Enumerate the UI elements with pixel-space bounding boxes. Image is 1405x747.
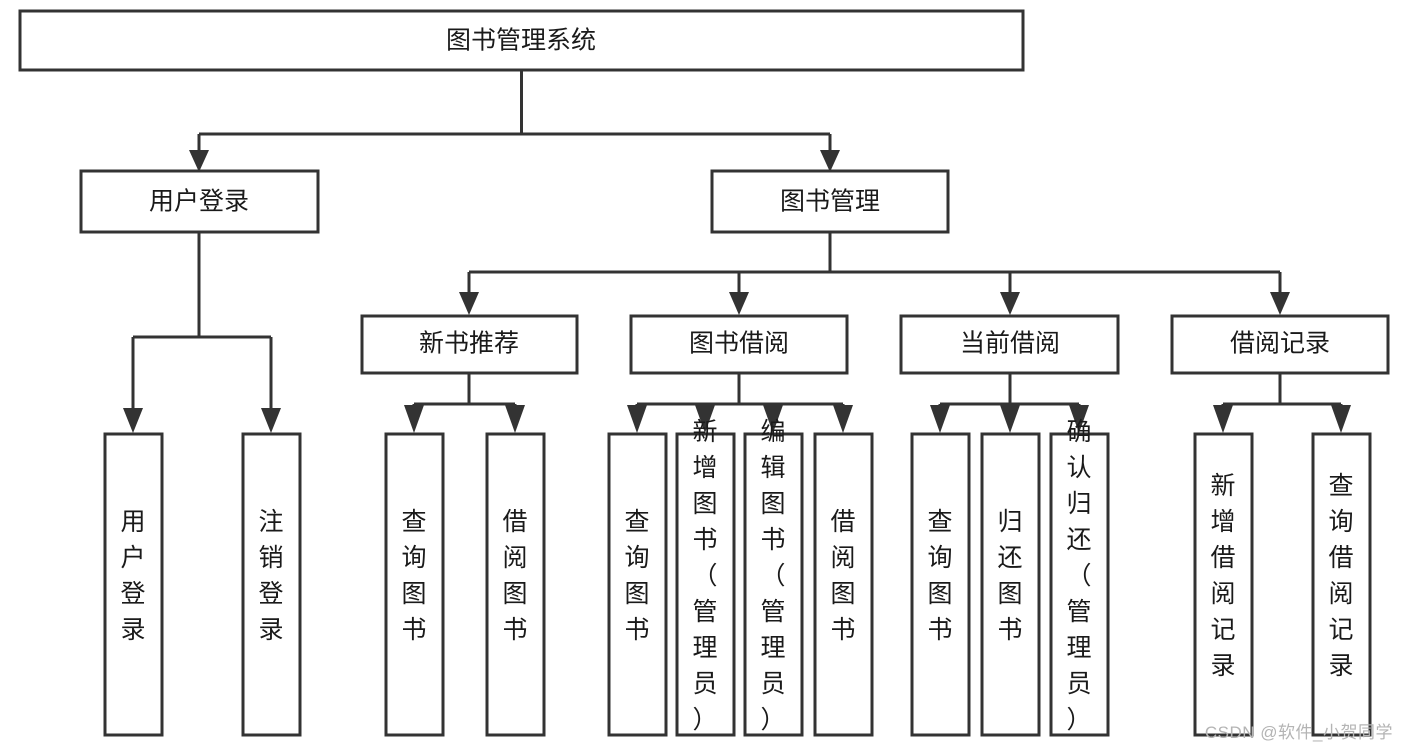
leaf-borrow-book-2[interactable]: 借阅图书: [813, 432, 874, 737]
leaf-confirm-return-box[interactable]: [1049, 432, 1110, 737]
connector-user-login-to-leaves: [131, 232, 273, 414]
node-root[interactable]: 图书管理系统: [18, 9, 1025, 72]
node-user-login[interactable]: 用户登录: [79, 169, 320, 234]
node-new-book-recommend-label: 新书推荐: [419, 330, 519, 358]
node-user-login-box[interactable]: [79, 169, 320, 234]
arrow-to-leaf-edit-book: [763, 405, 783, 433]
arrow-to-book-borrow: [729, 292, 749, 315]
node-book-management-box[interactable]: [710, 169, 950, 234]
connector-root-to-level1: [197, 70, 832, 157]
connectors-group: [123, 70, 1351, 433]
leaf-query-book-2-label: 查询图书: [624, 508, 649, 644]
arrow-to-book-management: [820, 150, 840, 172]
arrow-to-leaf-confirm-return: [1069, 405, 1089, 433]
node-root-box[interactable]: [18, 9, 1025, 72]
connector-book-management-to-level2: [467, 232, 1282, 298]
arrow-to-new-book-recommend: [459, 292, 479, 315]
arrow-to-leaf-add-record: [1213, 405, 1233, 433]
leaf-borrow-book-1[interactable]: 借阅图书: [485, 432, 546, 737]
node-book-borrow-box[interactable]: [629, 314, 849, 375]
leaf-confirm-return[interactable]: 确认归还（管理员）: [1049, 418, 1110, 737]
arrow-to-leaf-query-book-2: [627, 405, 647, 433]
connector-new-book-recommend-to-leaves: [412, 373, 517, 414]
node-book-management[interactable]: 图书管理: [710, 169, 950, 234]
leaf-query-book-3-label: 查询图书: [927, 508, 952, 644]
csdn-watermark: CSDN @软件_小贺同学: [1204, 723, 1393, 742]
leaf-add-record[interactable]: 新增借阅记录: [1193, 432, 1254, 737]
node-current-borrow-box[interactable]: [899, 314, 1120, 375]
node-current-borrow[interactable]: 当前借阅: [899, 314, 1120, 375]
node-root-label: 图书管理系统: [446, 27, 596, 55]
node-current-borrow-label: 当前借阅: [960, 330, 1060, 358]
arrow-to-leaf-query-book-3: [930, 405, 950, 433]
leaf-logout-login-label: 注销登录: [258, 508, 283, 644]
leaf-return-book-label: 归还图书: [997, 508, 1022, 644]
leaf-return-book[interactable]: 归还图书: [980, 432, 1041, 737]
leaf-query-book-2[interactable]: 查询图书: [607, 432, 668, 737]
leaf-borrow-book-2-box[interactable]: [813, 432, 874, 737]
node-borrow-record-label: 借阅记录: [1230, 330, 1330, 358]
node-user-login-label: 用户登录: [149, 188, 249, 216]
leaf-edit-book[interactable]: 编辑图书（管理员）: [743, 418, 804, 737]
arrow-to-leaf-user-login: [123, 408, 143, 433]
node-book-management-label: 图书管理: [780, 188, 880, 216]
connector-book-borrow-to-leaves: [635, 373, 845, 414]
leaf-query-book-2-box[interactable]: [607, 432, 668, 737]
arrow-to-leaf-return-book: [1000, 405, 1020, 433]
leaf-query-record-label: 查询借阅记录: [1328, 472, 1353, 680]
leaf-logout-login-box[interactable]: [241, 432, 302, 737]
leaf-borrow-book-1-box[interactable]: [485, 432, 546, 737]
leaf-query-book-3[interactable]: 查询图书: [910, 432, 971, 737]
leaf-query-record[interactable]: 查询借阅记录: [1311, 432, 1372, 737]
arrow-to-leaf-borrow-book-2: [833, 405, 853, 433]
leaf-query-book-1-box[interactable]: [384, 432, 445, 737]
leaf-borrow-book-1-label: 借阅图书: [502, 508, 527, 644]
leaf-query-book-3-box[interactable]: [910, 432, 971, 737]
leaf-user-login-box[interactable]: [103, 432, 164, 737]
arrow-to-user-login: [189, 150, 209, 172]
leaf-add-record-box[interactable]: [1193, 432, 1254, 737]
arrow-to-leaf-query-book-1: [404, 405, 424, 433]
node-borrow-record-box[interactable]: [1170, 314, 1390, 375]
connector-borrow-record-to-leaves: [1221, 373, 1343, 414]
leaf-query-book-1[interactable]: 查询图书: [384, 432, 445, 737]
arrow-to-leaf-logout-login: [261, 408, 281, 433]
arrow-to-leaf-query-record: [1331, 405, 1351, 433]
node-book-borrow-label: 图书借阅: [689, 330, 789, 358]
leaf-add-book[interactable]: 新增图书（管理员）: [675, 418, 736, 737]
arrow-to-leaf-borrow-book-1: [505, 405, 525, 433]
leaf-edit-book-label: 编辑图书（管理员）: [760, 418, 785, 734]
leaf-query-book-1-label: 查询图书: [401, 508, 426, 644]
node-new-book-recommend-box[interactable]: [360, 314, 579, 375]
arrow-to-borrow-record: [1270, 292, 1290, 315]
leaf-confirm-return-label: 确认归还（管理员）: [1066, 418, 1091, 734]
leaf-edit-book-box[interactable]: [743, 432, 804, 737]
leaf-return-book-box[interactable]: [980, 432, 1041, 737]
node-new-book-recommend[interactable]: 新书推荐: [360, 314, 579, 375]
leaf-add-record-label: 新增借阅记录: [1210, 472, 1235, 680]
leaf-add-book-label: 新增图书（管理员）: [692, 418, 717, 734]
leaf-borrow-book-2-label: 借阅图书: [830, 508, 855, 644]
node-book-borrow[interactable]: 图书借阅: [629, 314, 849, 375]
leaf-add-book-box[interactable]: [675, 432, 736, 737]
leaf-user-login-label: 用户登录: [120, 508, 145, 644]
arrow-to-leaf-add-book: [695, 405, 715, 433]
arrow-to-current-borrow: [1000, 292, 1020, 315]
leaf-user-login[interactable]: 用户登录: [103, 432, 164, 737]
leaf-query-record-box[interactable]: [1311, 432, 1372, 737]
leaf-logout-login[interactable]: 注销登录: [241, 432, 302, 737]
node-borrow-record[interactable]: 借阅记录: [1170, 314, 1390, 375]
